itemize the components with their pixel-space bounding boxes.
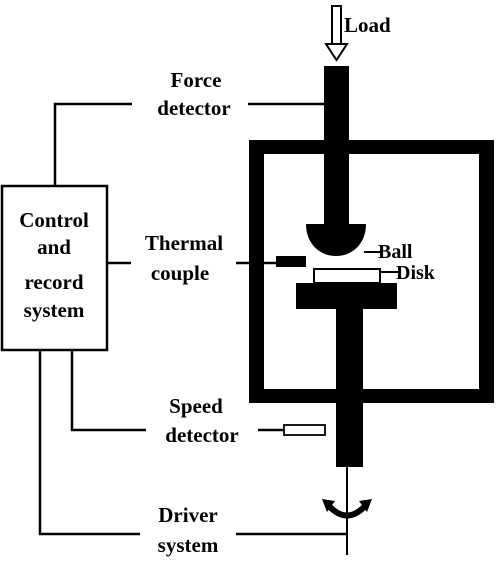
control-system-label-line1: Control — [19, 208, 89, 232]
thermal-couple-label-line1: Thermal — [145, 231, 223, 255]
speed-detector-label-line1: Speed — [169, 394, 223, 418]
thermal-couple-probe — [276, 256, 306, 267]
load-label: Load — [344, 13, 391, 37]
thermal-couple-label-line2: couple — [151, 261, 209, 285]
rotation-icon — [322, 499, 372, 519]
speed-detector-label-line2: detector — [165, 423, 238, 447]
ball-label: Ball — [378, 241, 413, 263]
connection-lines — [38, 102, 347, 536]
force-detector-label-line2: detector — [157, 96, 230, 120]
control-system-label-line4: system — [24, 298, 85, 322]
ball-holder — [306, 224, 366, 256]
driver-system-line — [38, 350, 140, 536]
force-detector-label-line1: Force — [171, 68, 222, 92]
control-system-label-line2: and — [37, 235, 71, 259]
disk-label: Disk — [396, 262, 436, 284]
load-arrow — [324, 5, 349, 62]
disk-holder — [296, 283, 397, 309]
driver-system-label-line2: system — [158, 533, 219, 557]
disk-specimen — [313, 268, 381, 284]
speed-detector-line — [70, 350, 146, 432]
control-system-label-line3: record — [24, 270, 83, 294]
control-record-system-box — [0, 184, 109, 352]
lower-shaft — [336, 309, 363, 467]
driver-system-label-line1: Driver — [158, 503, 217, 527]
speed-detector-sensor — [283, 424, 326, 436]
force-detector-line — [53, 102, 132, 186]
